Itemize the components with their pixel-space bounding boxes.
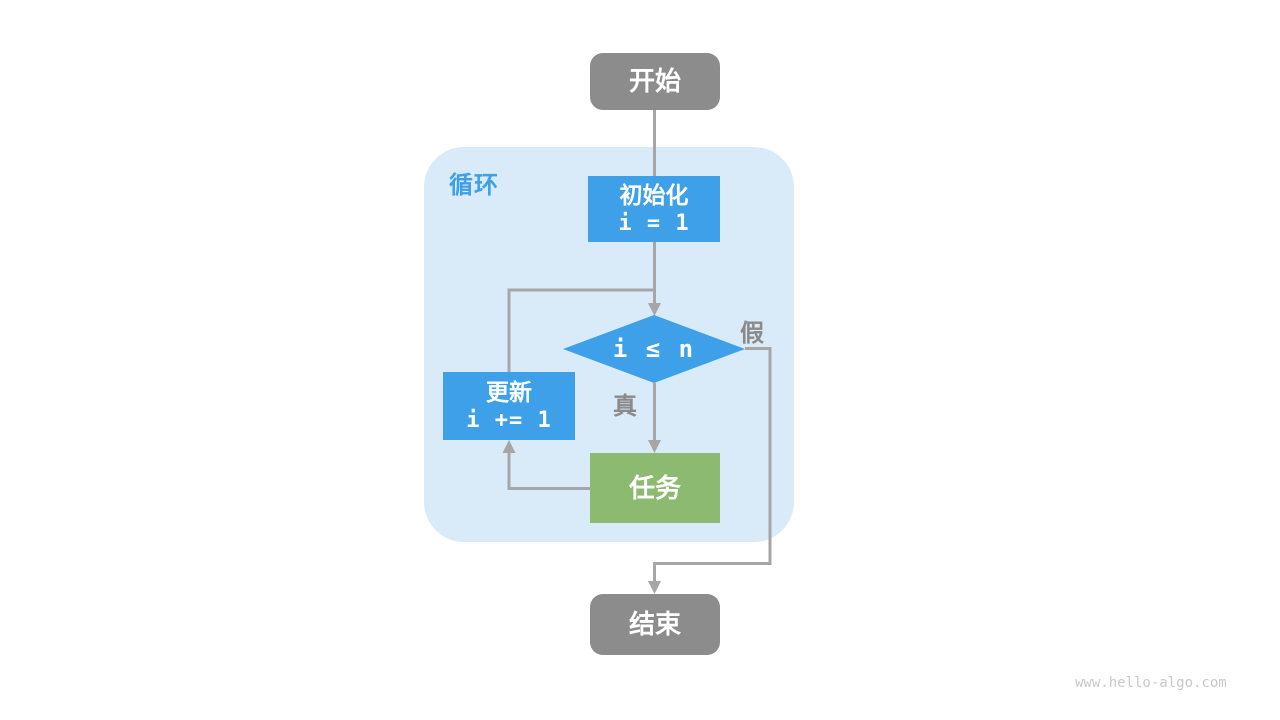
node-end: 结束 [590,594,720,655]
node-task-label: 任务 [628,472,681,503]
node-end-label: 结束 [628,609,681,640]
node-initialize-title: 初始化 [619,181,689,208]
node-update-code: i += 1 [466,407,552,433]
node-task: 任务 [590,453,720,523]
arrowhead-into-end [648,581,661,594]
node-initialize-code: i = 1 [618,210,690,236]
watermark-text: www.hello-algo.com [1075,675,1227,691]
edge-condition-to-end [653,347,772,581]
arrowhead-into-condition [648,303,661,316]
edge-label-true: 真 [613,393,637,420]
arrowhead-into-task [648,440,661,453]
loop-group-label: 循环 [449,172,499,199]
node-initialize: 初始化 i = 1 [588,176,720,242]
edge-task-to-update [507,452,590,490]
node-condition-label: i ≤ n [612,335,696,363]
node-update-title: 更新 [486,378,532,405]
edge-update-loopback [507,288,653,373]
edge-label-false: 假 [740,320,764,347]
node-start-label: 开始 [628,66,681,97]
node-update: 更新 i += 1 [443,372,575,440]
node-start: 开始 [590,53,720,110]
arrowhead-into-update [502,440,516,453]
